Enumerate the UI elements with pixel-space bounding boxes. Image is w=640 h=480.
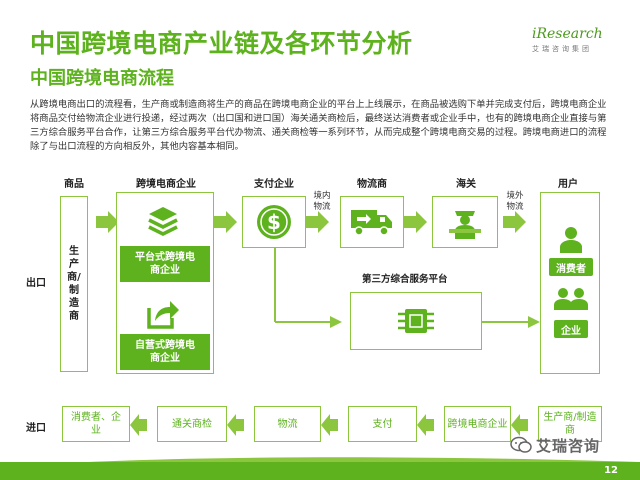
col-header-logistics: 物流商: [357, 179, 387, 190]
domestic-logistics-label: 境内物流: [313, 191, 331, 212]
third-party-box: [350, 292, 482, 350]
wechat-watermark: 艾瑞咨询: [510, 434, 630, 456]
export-arrows: [96, 211, 526, 233]
customs-officer-icon: [449, 211, 481, 239]
col-header-payment: 支付企业: [254, 179, 294, 190]
page-subtitle: 中国跨境电商流程: [30, 68, 174, 89]
import-step-logistics: 物流: [254, 406, 321, 442]
import-step-consumer: 消费者、企业: [62, 406, 130, 442]
self-run-ecommerce-label: 自营式跨境电商企业: [135, 340, 195, 364]
user-person-icon: [556, 224, 586, 254]
import-step-ecommerce: 跨境电商企业: [444, 406, 511, 442]
page-title: 中国跨境电商产业链及各环节分析: [30, 29, 413, 58]
import-step-customs: 通关商检: [157, 406, 227, 442]
svg-text:$: $: [267, 210, 281, 234]
page-number: 12: [604, 465, 618, 476]
platform-ecommerce-box: 平台式跨境电商企业: [120, 246, 210, 282]
col-header-goods: 商品: [64, 179, 84, 190]
delivery-truck-icon: [351, 210, 392, 236]
customs-box: [432, 196, 498, 248]
dollar-coin-icon: $: [257, 205, 291, 239]
col-header-ecommerce: 跨境电商企业: [136, 179, 196, 190]
import-arrows: [130, 414, 528, 436]
payment-box: $: [242, 196, 306, 248]
chip-icon: [398, 309, 434, 333]
self-run-ecommerce-box: 自营式跨境电商企业: [120, 334, 210, 370]
foreign-logistics-label: 境外物流: [506, 191, 524, 212]
row-header-import: 进口: [26, 423, 46, 434]
import-step-payment: 支付: [348, 406, 417, 442]
row-header-export: 出口: [26, 278, 46, 289]
enterprise-group-icon: [553, 286, 589, 316]
consumer-tag: 消费者: [549, 258, 593, 276]
import-step-producer: 生产商/制造商: [538, 406, 602, 442]
logistics-box: [340, 196, 404, 248]
logo-brand: iResearch: [532, 26, 603, 42]
platform-ecommerce-label: 平台式跨境电商企业: [135, 252, 195, 276]
wechat-label: 艾瑞咨询: [536, 436, 601, 455]
producer-label: 生产商/制造商: [67, 246, 81, 322]
third-party-label: 第三方综合服务平台: [362, 274, 448, 285]
producer-box: 生产商/制造商: [60, 196, 88, 372]
enterprise-tag: 企业: [554, 320, 588, 338]
description-paragraph: 从跨境电商出口的流程看，生产商或制造商将生产的商品在跨境电商企业的平台上上线展示…: [30, 99, 607, 152]
third-party-lines: [274, 248, 540, 328]
layers-icon: [146, 204, 180, 238]
col-header-customs: 海关: [456, 179, 476, 190]
footer-bar: [0, 462, 640, 480]
logo-sub: 艾瑞咨询集团: [532, 45, 592, 53]
col-header-user: 用户: [558, 179, 578, 190]
share-arrow-icon: [146, 298, 180, 330]
user-box: [540, 192, 600, 374]
wechat-icon: [510, 436, 532, 453]
iresearch-logo: iResearch 艾瑞咨询集团: [532, 26, 612, 60]
